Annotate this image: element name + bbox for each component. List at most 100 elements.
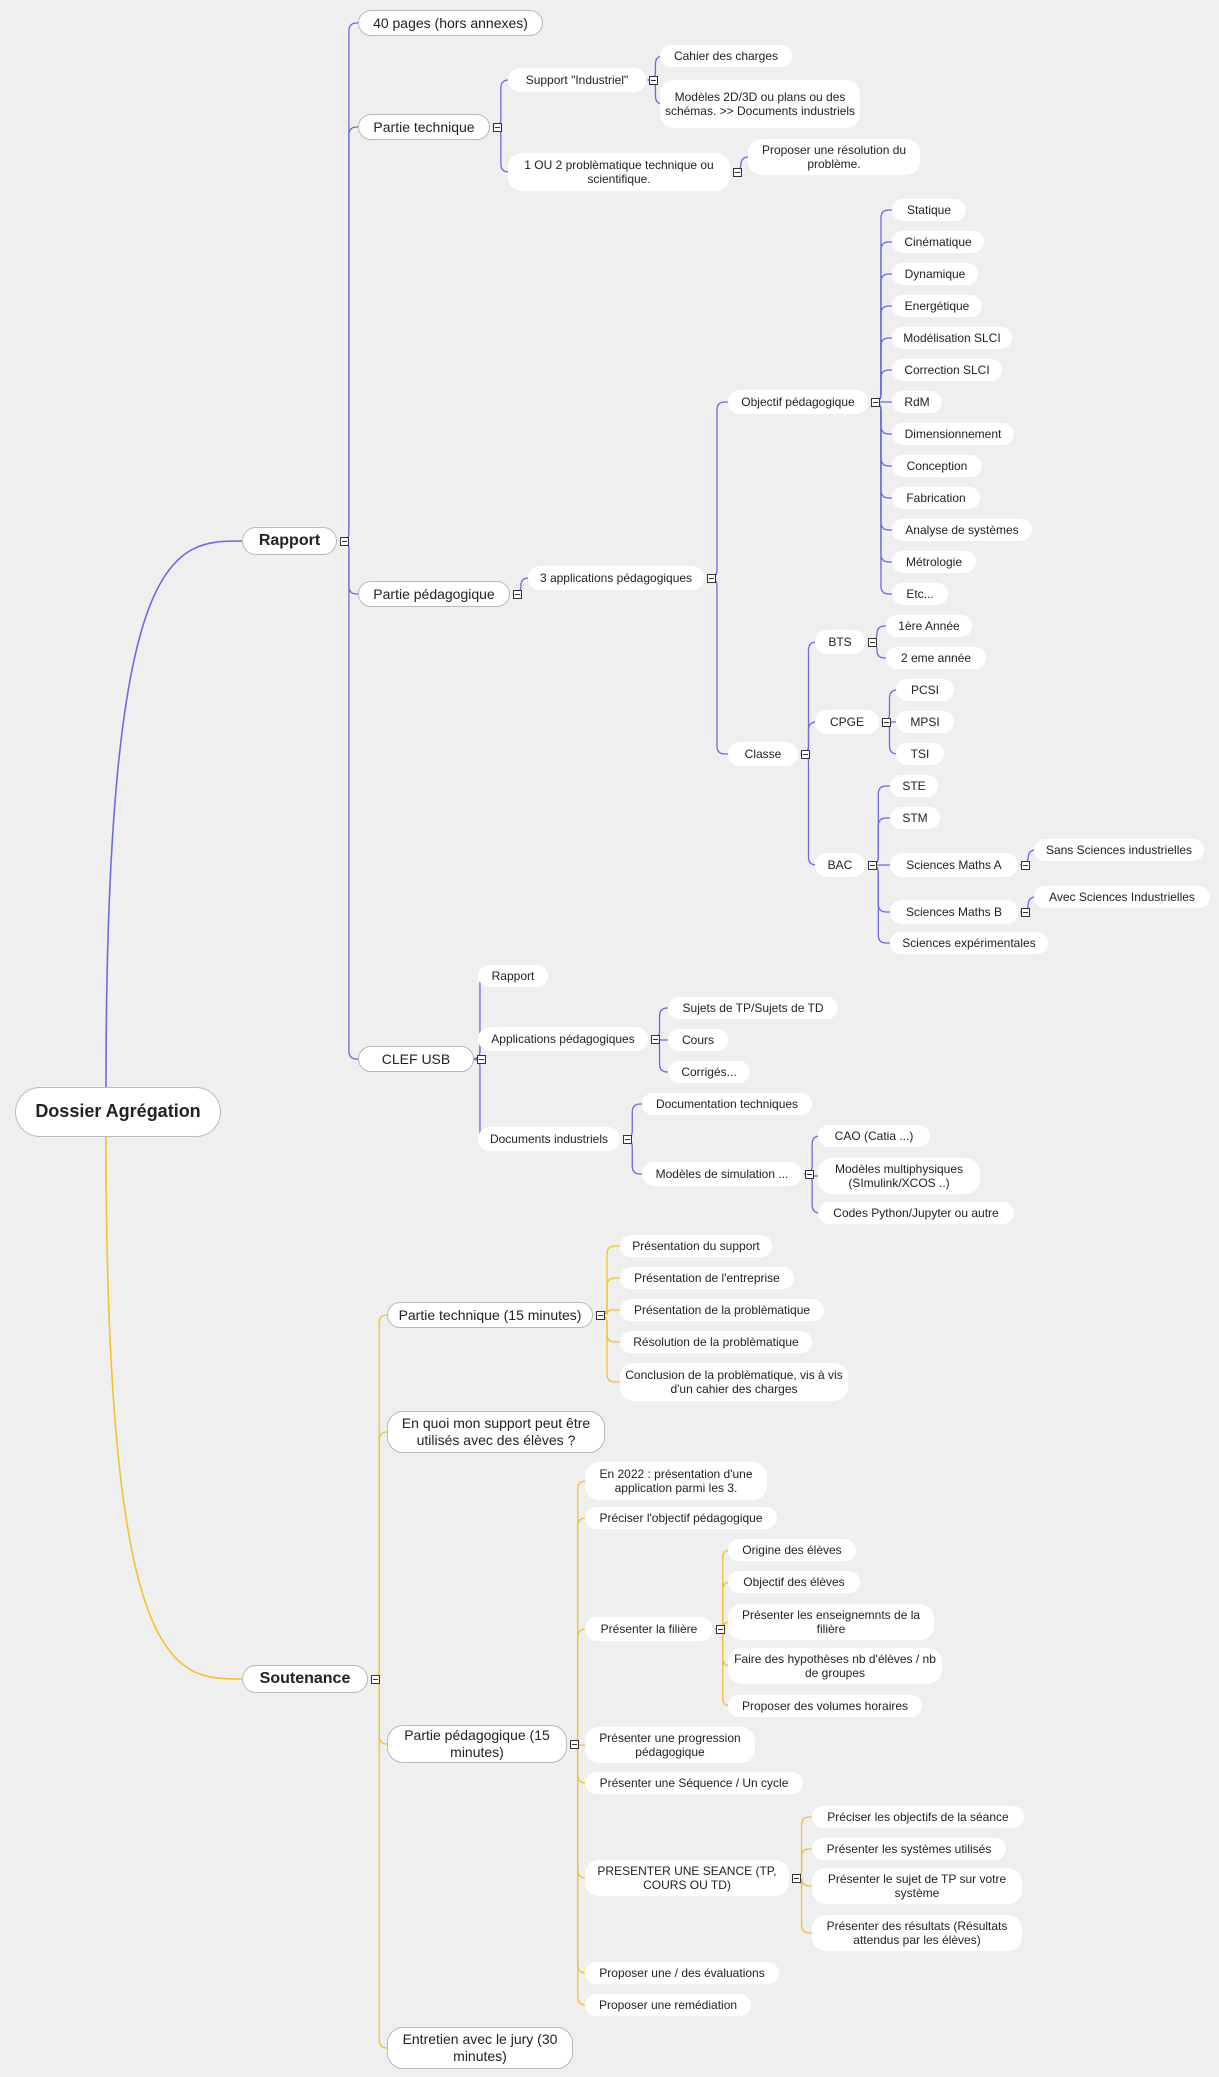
node-ppeda[interactable]: Partie pédagogique — [358, 581, 510, 607]
collapse-toggle-icon[interactable] — [882, 717, 891, 727]
node-rapport[interactable]: Rapport — [242, 527, 337, 555]
collapse-toggle-icon[interactable] — [871, 397, 880, 407]
node-probleme[interactable]: 1 OU 2 problèmatique technique ou scient… — [508, 153, 730, 191]
node-dynamique[interactable]: Dynamique — [892, 263, 978, 285]
collapse-toggle-icon[interactable] — [792, 1873, 801, 1883]
node-mpsi[interactable]: MPSI — [896, 711, 954, 733]
node-hypotheses[interactable]: Faire des hypothèses nb d'élèves / nb de… — [728, 1648, 942, 1684]
collapse-toggle-icon[interactable] — [805, 1169, 814, 1179]
node-etc[interactable]: Etc... — [892, 583, 948, 605]
collapse-toggle-icon[interactable] — [651, 1034, 660, 1044]
node-cours[interactable]: Cours — [668, 1029, 728, 1051]
node-seance[interactable]: PRESENTER UNE SEANCE (TP, COURS OU TD) — [585, 1860, 789, 1896]
collapse-toggle-icon[interactable] — [371, 1674, 380, 1684]
node-apps3[interactable]: 3 applications pédagogiques — [528, 566, 704, 590]
node-fabrication[interactable]: Fabrication — [892, 487, 980, 509]
node-preciser-obj[interactable]: Préciser l'objectif pédagogique — [585, 1507, 777, 1529]
root-node[interactable]: Dossier Agrégation — [15, 1087, 221, 1137]
node-soutenance[interactable]: Soutenance — [242, 1665, 368, 1693]
node-pcsi[interactable]: PCSI — [896, 679, 954, 701]
node-enseignements[interactable]: Présenter les enseignemnts de la filière — [728, 1604, 934, 1640]
node-sexp[interactable]: Sciences expérimentales — [890, 932, 1048, 954]
node-s-pres-entreprise[interactable]: Présentation de l'entreprise — [620, 1267, 794, 1289]
node-doctech[interactable]: Documentation techniques — [642, 1093, 812, 1115]
node-cpge[interactable]: CPGE — [815, 710, 879, 734]
node-bts1[interactable]: 1ère Année — [886, 615, 972, 637]
node-pages[interactable]: 40 pages (hors annexes) — [358, 10, 543, 36]
node-modelisation[interactable]: Modélisation SLCI — [892, 327, 1012, 349]
collapse-toggle-icon[interactable] — [493, 122, 502, 132]
node-s-pres-prob[interactable]: Présentation de la problèmatique — [620, 1299, 824, 1321]
node-tsi[interactable]: TSI — [896, 743, 944, 765]
node-smB[interactable]: Sciences Maths B — [890, 900, 1018, 924]
node-c-rapport[interactable]: Rapport — [478, 965, 548, 987]
collapse-toggle-icon[interactable] — [1021, 907, 1030, 917]
node-corriges[interactable]: Corrigés... — [668, 1061, 750, 1083]
collapse-toggle-icon[interactable] — [801, 749, 810, 759]
node-bts2[interactable]: 2 eme année — [886, 647, 986, 669]
node-correction[interactable]: Correction SLCI — [892, 359, 1002, 381]
node-s-res-prob[interactable]: Résolution de la problèmatique — [620, 1331, 812, 1353]
collapse-toggle-icon[interactable] — [868, 637, 877, 647]
node-cao[interactable]: CAO (Catia ...) — [818, 1125, 930, 1147]
node-clef[interactable]: CLEF USB — [358, 1046, 474, 1072]
node-sansSI[interactable]: Sans Sciences industrielles — [1034, 839, 1204, 861]
collapse-toggle-icon[interactable] — [868, 860, 877, 870]
node-resultats[interactable]: Présenter des résultats (Résultats atten… — [812, 1915, 1022, 1951]
node-s-enquoi[interactable]: En quoi mon support peut être utilisés a… — [387, 1411, 605, 1453]
node-rdm[interactable]: RdM — [892, 391, 942, 413]
collapse-toggle-icon[interactable] — [477, 1054, 486, 1064]
node-smA[interactable]: Sciences Maths A — [890, 853, 1018, 877]
node-s-ppeda[interactable]: Partie pédagogique (15 minutes) — [387, 1725, 567, 1763]
node-obj-seance[interactable]: Préciser les objectifs de la séance — [812, 1806, 1024, 1828]
node-energetique[interactable]: Energétique — [892, 295, 982, 317]
node-volumes[interactable]: Proposer des volumes horaires — [728, 1695, 922, 1717]
collapse-toggle-icon[interactable] — [623, 1134, 632, 1144]
node-ptech[interactable]: Partie technique — [358, 114, 490, 140]
node-c-apps[interactable]: Applications pédagogiques — [478, 1027, 648, 1051]
node-dimensionnement[interactable]: Dimensionnement — [892, 423, 1014, 445]
node-cinematique[interactable]: Cinématique — [892, 231, 984, 253]
node-modsim[interactable]: Modèles de simulation ... — [642, 1162, 802, 1186]
collapse-toggle-icon[interactable] — [733, 167, 742, 177]
collapse-toggle-icon[interactable] — [707, 573, 716, 583]
node-stm[interactable]: STM — [890, 807, 940, 829]
node-classe[interactable]: Classe — [728, 742, 798, 766]
node-sequence[interactable]: Présenter une Séquence / Un cycle — [585, 1772, 803, 1794]
node-bac[interactable]: BAC — [815, 853, 865, 877]
node-evaluations[interactable]: Proposer une / des évaluations — [585, 1962, 779, 1984]
node-codes[interactable]: Codes Python/Jupyter ou autre — [818, 1202, 1014, 1224]
node-modeles2d[interactable]: Modèles 2D/3D ou plans ou des schémas. >… — [660, 80, 860, 128]
node-objectif[interactable]: Objectif pédagogique — [728, 390, 868, 414]
node-origine[interactable]: Origine des élèves — [728, 1539, 856, 1561]
node-sujet-tp[interactable]: Présenter le sujet de TP sur votre systè… — [812, 1868, 1022, 1904]
node-support-ind[interactable]: Support "Industriel" — [508, 68, 646, 92]
collapse-toggle-icon[interactable] — [513, 589, 522, 599]
node-s-ptech[interactable]: Partie technique (15 minutes) — [387, 1302, 593, 1328]
node-s-pres-support[interactable]: Présentation du support — [620, 1235, 772, 1257]
node-analyse[interactable]: Analyse de systèmes — [892, 519, 1032, 541]
collapse-toggle-icon[interactable] — [649, 75, 658, 85]
collapse-toggle-icon[interactable] — [570, 1739, 579, 1749]
collapse-toggle-icon[interactable] — [1021, 860, 1030, 870]
node-entretien[interactable]: Entretien avec le jury (30 minutes) — [387, 2027, 573, 2069]
node-bts[interactable]: BTS — [815, 630, 865, 654]
node-progression[interactable]: Présenter une progression pédagogique — [585, 1727, 755, 1763]
node-statique[interactable]: Statique — [892, 199, 966, 221]
node-ste[interactable]: STE — [890, 775, 938, 797]
node-systemes[interactable]: Présenter les systèmes utilisés — [812, 1838, 1006, 1860]
node-docind[interactable]: Documents industriels — [478, 1127, 620, 1151]
node-remediation[interactable]: Proposer une remédiation — [585, 1994, 751, 2016]
collapse-toggle-icon[interactable] — [596, 1310, 605, 1320]
node-presenter-filiere[interactable]: Présenter la filière — [585, 1617, 713, 1641]
node-sujets[interactable]: Sujets de TP/Sujets de TD — [668, 997, 838, 1019]
node-s-conclusion[interactable]: Conclusion de la problèmatique, vis à vi… — [620, 1363, 848, 1401]
node-cahier[interactable]: Cahier des charges — [660, 45, 792, 67]
node-obj-eleves[interactable]: Objectif des élèves — [728, 1571, 860, 1593]
node-conception[interactable]: Conception — [892, 455, 982, 477]
node-en2022[interactable]: En 2022 : présentation d'une application… — [585, 1462, 767, 1500]
node-avecSI[interactable]: Avec Sciences Industrielles — [1034, 886, 1210, 908]
collapse-toggle-icon[interactable] — [340, 536, 349, 546]
collapse-toggle-icon[interactable] — [716, 1624, 725, 1634]
node-multiphys[interactable]: Modèles multiphysiques (SImulink/XCOS ..… — [818, 1158, 980, 1194]
